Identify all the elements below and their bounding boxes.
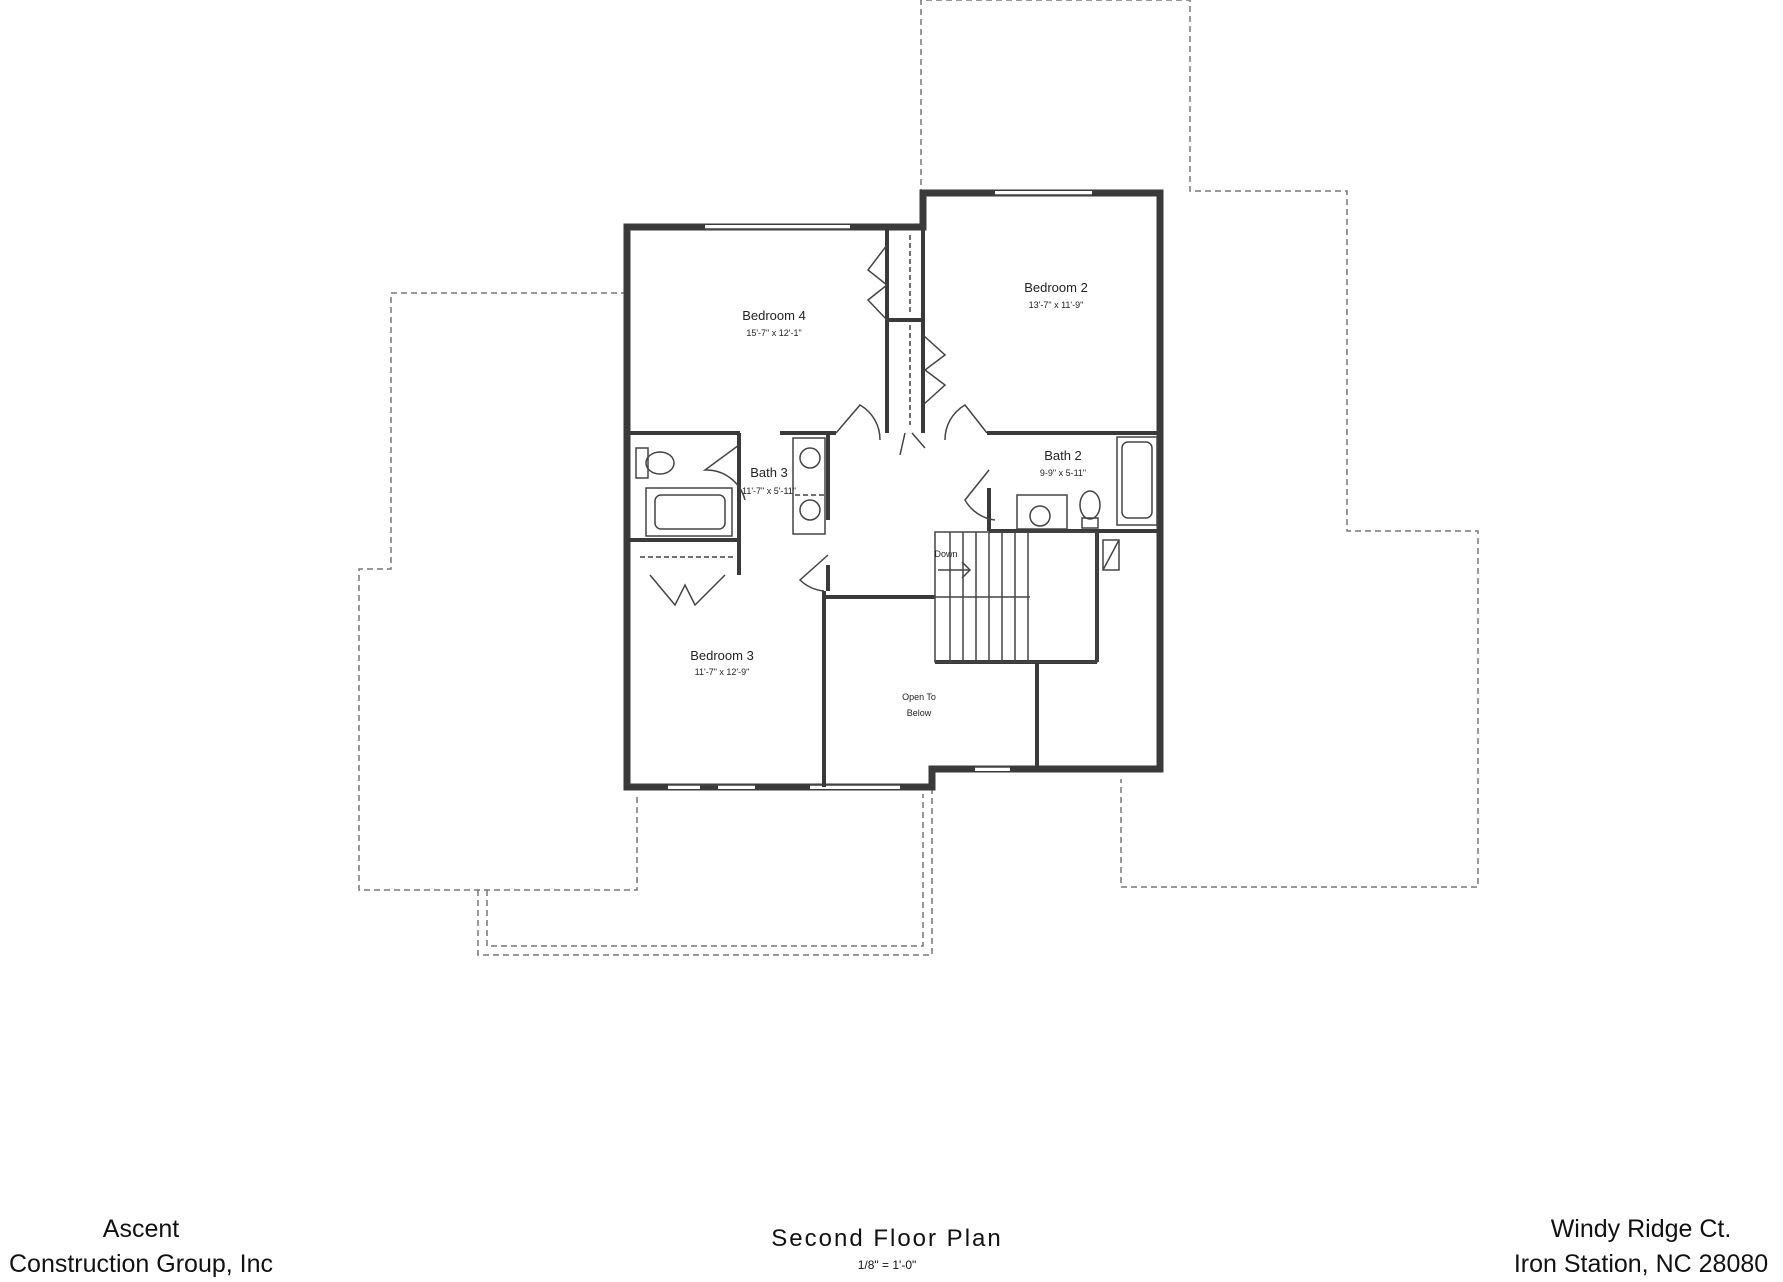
room-size-bedroom-2: 13'-7" x 11'-9": [1029, 300, 1084, 310]
room-label-bath-3: Bath 3: [750, 465, 788, 480]
bathtub-icon: [645, 487, 733, 537]
plumbing-fixtures: [635, 436, 1158, 537]
sink-icon: [799, 447, 821, 469]
doors-and-closets: [640, 235, 996, 607]
room-size-bedroom-4: 15'-7" x 12'-1": [746, 328, 801, 338]
vanity-icon: [1016, 494, 1068, 530]
toilet-icon: [645, 451, 675, 475]
staircase: [934, 531, 1120, 663]
plan-scale: 1/8" = 1'-0": [858, 1258, 917, 1272]
sink-icon: [1029, 505, 1051, 527]
address-line-2: Iron Station, NC 28080: [1514, 1250, 1768, 1278]
room-label-bedroom-2: Bedroom 2: [1024, 280, 1088, 295]
room-size-bath-3: 11'-7" x 5'-11": [742, 486, 796, 496]
room-size-bedroom-3: 11'-7" x 12'-9": [695, 667, 750, 677]
stair-down-label: Down: [934, 549, 957, 559]
room-size-bath-2: 9-9" x 5-11": [1040, 468, 1086, 478]
sink-icon: [799, 499, 821, 521]
builder-name-line-1: Ascent: [103, 1215, 179, 1243]
toilet-icon: [1079, 490, 1101, 520]
room-label-bath-2: Bath 2: [1044, 448, 1082, 463]
roof-outline: [358, 0, 1479, 956]
vanity-icon: [792, 437, 826, 535]
bathtub-icon: [1116, 436, 1158, 526]
address-line-1: Windy Ridge Ct.: [1551, 1215, 1732, 1243]
open-to-below-label: Open To: [902, 692, 936, 702]
toilet-tank-icon: [635, 447, 649, 479]
room-label-bedroom-3: Bedroom 3: [690, 648, 754, 663]
plan-title: Second Floor Plan: [771, 1225, 1002, 1252]
builder-name-line-2: Construction Group, Inc: [9, 1250, 273, 1278]
open-to-below-label-2: Below: [907, 708, 932, 718]
room-label-bedroom-4: Bedroom 4: [742, 308, 806, 323]
